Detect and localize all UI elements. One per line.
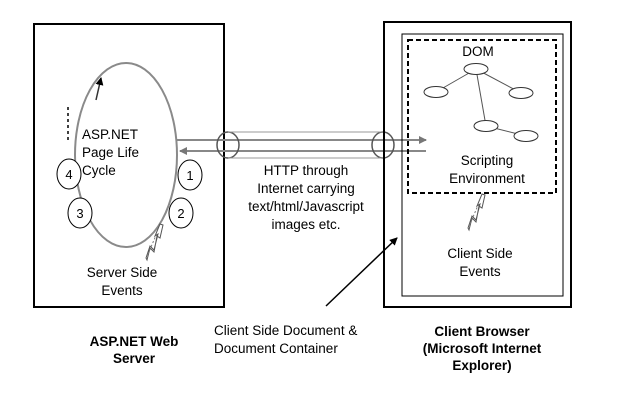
page-life-cycle-ellipse bbox=[74, 62, 178, 248]
client-events-lightning-icon bbox=[467, 193, 486, 232]
step-label-1: 1 bbox=[186, 168, 194, 183]
step-circle-4 bbox=[56, 158, 82, 190]
client-box bbox=[383, 21, 572, 308]
annotation-arrow bbox=[325, 237, 398, 307]
server-caption: ASP.NET Web Server bbox=[89, 334, 179, 366]
http-channel-label: HTTP through Internet carrying text/html… bbox=[248, 163, 364, 232]
page-life-cycle-label: ASP.NET Page Life Cycle bbox=[82, 127, 140, 178]
dom-label: DOM bbox=[462, 44, 494, 59]
client-caption: Client Browser (Microsoft Internet Explo… bbox=[422, 324, 542, 373]
dom-tree bbox=[423, 63, 539, 142]
step-label-4: 4 bbox=[65, 167, 73, 182]
step-circle-3 bbox=[67, 197, 93, 229]
server-events-lightning-icon bbox=[145, 223, 164, 262]
dom-node-right bbox=[508, 87, 534, 99]
annotation-label: Client Side Document & Document Containe… bbox=[214, 323, 358, 356]
dom-node-leaf bbox=[513, 130, 539, 142]
client-side-events-label: Client Side Events bbox=[447, 246, 513, 279]
server-side-events-label: Server Side Events bbox=[86, 265, 158, 298]
scripting-environment-label: Scripting Environment bbox=[449, 153, 525, 186]
dom-node-left bbox=[423, 86, 449, 98]
dom-node-middle bbox=[473, 120, 499, 132]
dom-node-root bbox=[463, 63, 489, 75]
step-label-2: 2 bbox=[177, 206, 185, 221]
step-circle-1 bbox=[177, 159, 203, 191]
step-circle-2 bbox=[168, 197, 194, 229]
dom-box bbox=[407, 39, 557, 194]
step-label-3: 3 bbox=[76, 206, 84, 221]
